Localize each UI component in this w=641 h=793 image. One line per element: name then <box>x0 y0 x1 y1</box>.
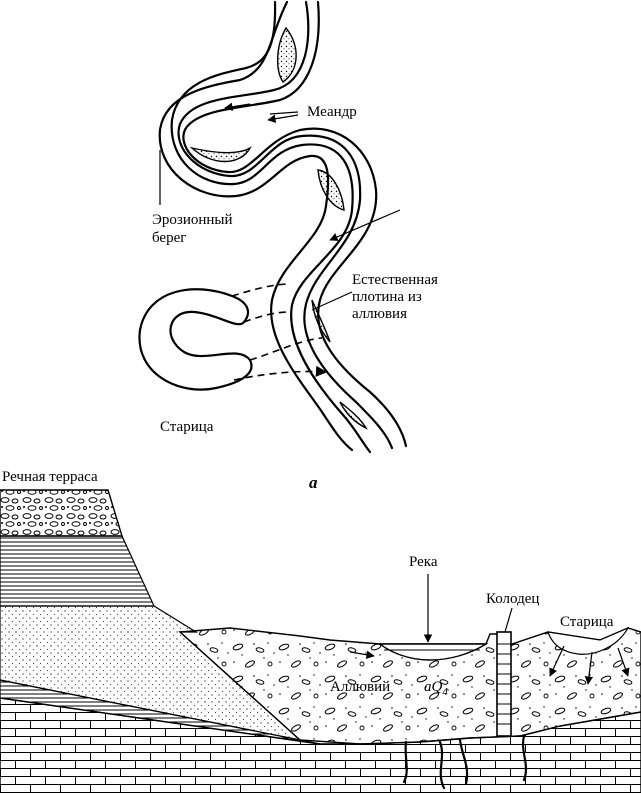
point-bar-upper <box>277 26 297 83</box>
leader-levee <box>311 291 353 311</box>
leader-meander <box>269 111 299 115</box>
label-oxbow-section: Старица <box>560 614 614 630</box>
flow-arrow-1 <box>224 102 251 111</box>
terrace-layers <box>0 535 155 607</box>
terrace-gravel <box>0 489 123 537</box>
label-levee-line3: аллювия <box>352 306 407 322</box>
label-oxbow-plan: Старица <box>160 419 214 435</box>
label-levee-line1: Естественная <box>352 272 438 288</box>
label-erosion-bank-line1: Эрозионный <box>152 212 233 228</box>
karst-root-3 <box>458 738 469 786</box>
flow-arrow-2 <box>267 114 299 123</box>
label-terrace: Речная терраса <box>2 469 98 485</box>
former-channel-upper-2 <box>243 311 289 323</box>
bedrock-limestone <box>0 697 641 793</box>
oxbow-lake <box>138 288 253 391</box>
label-river: Река <box>409 554 438 570</box>
alluvium-index-sub: 4 <box>442 686 448 698</box>
river-channel-right <box>177 0 394 450</box>
figure-caption-a: а <box>309 473 318 492</box>
karst-root-1 <box>402 740 408 784</box>
leader-well <box>504 607 513 633</box>
flow-arrow-section <box>349 650 375 659</box>
label-erosion-bank-line2: берег <box>152 230 186 246</box>
well-shaft <box>496 631 512 737</box>
plan-view: Меандр Эрозионный берег Естественная пло… <box>138 0 438 492</box>
point-bar-right <box>317 169 345 211</box>
former-channel-upper-1 <box>231 283 291 297</box>
point-bar-middle <box>189 146 252 163</box>
river-water <box>378 643 489 661</box>
cross-section: Речная терраса Река Колодец Старица Аллю… <box>0 469 641 793</box>
river-channel-left <box>170 0 372 454</box>
label-levee-line2: плотина из <box>352 289 422 305</box>
alluvium-index-main: aQ <box>424 679 443 695</box>
oxbow-water <box>547 626 630 655</box>
seepage-arrow-3 <box>617 647 630 677</box>
former-channel-lower-1 <box>249 337 323 361</box>
seepage-arrow-1 <box>549 645 565 677</box>
label-meander: Меандр <box>307 104 357 120</box>
point-bar-bottom <box>339 401 368 430</box>
label-alluvium-index: aQ4 <box>424 679 448 698</box>
label-alluvium: Аллювий <box>330 679 390 695</box>
karst-root-2 <box>438 740 446 790</box>
label-well: Колодец <box>486 591 539 607</box>
meander-outer-bank-right <box>182 0 408 448</box>
flow-arrow-3 <box>329 209 401 241</box>
seepage-arrow-2 <box>584 651 594 685</box>
meander-outer-bank-left <box>158 0 354 452</box>
karst-root-4 <box>521 734 528 782</box>
